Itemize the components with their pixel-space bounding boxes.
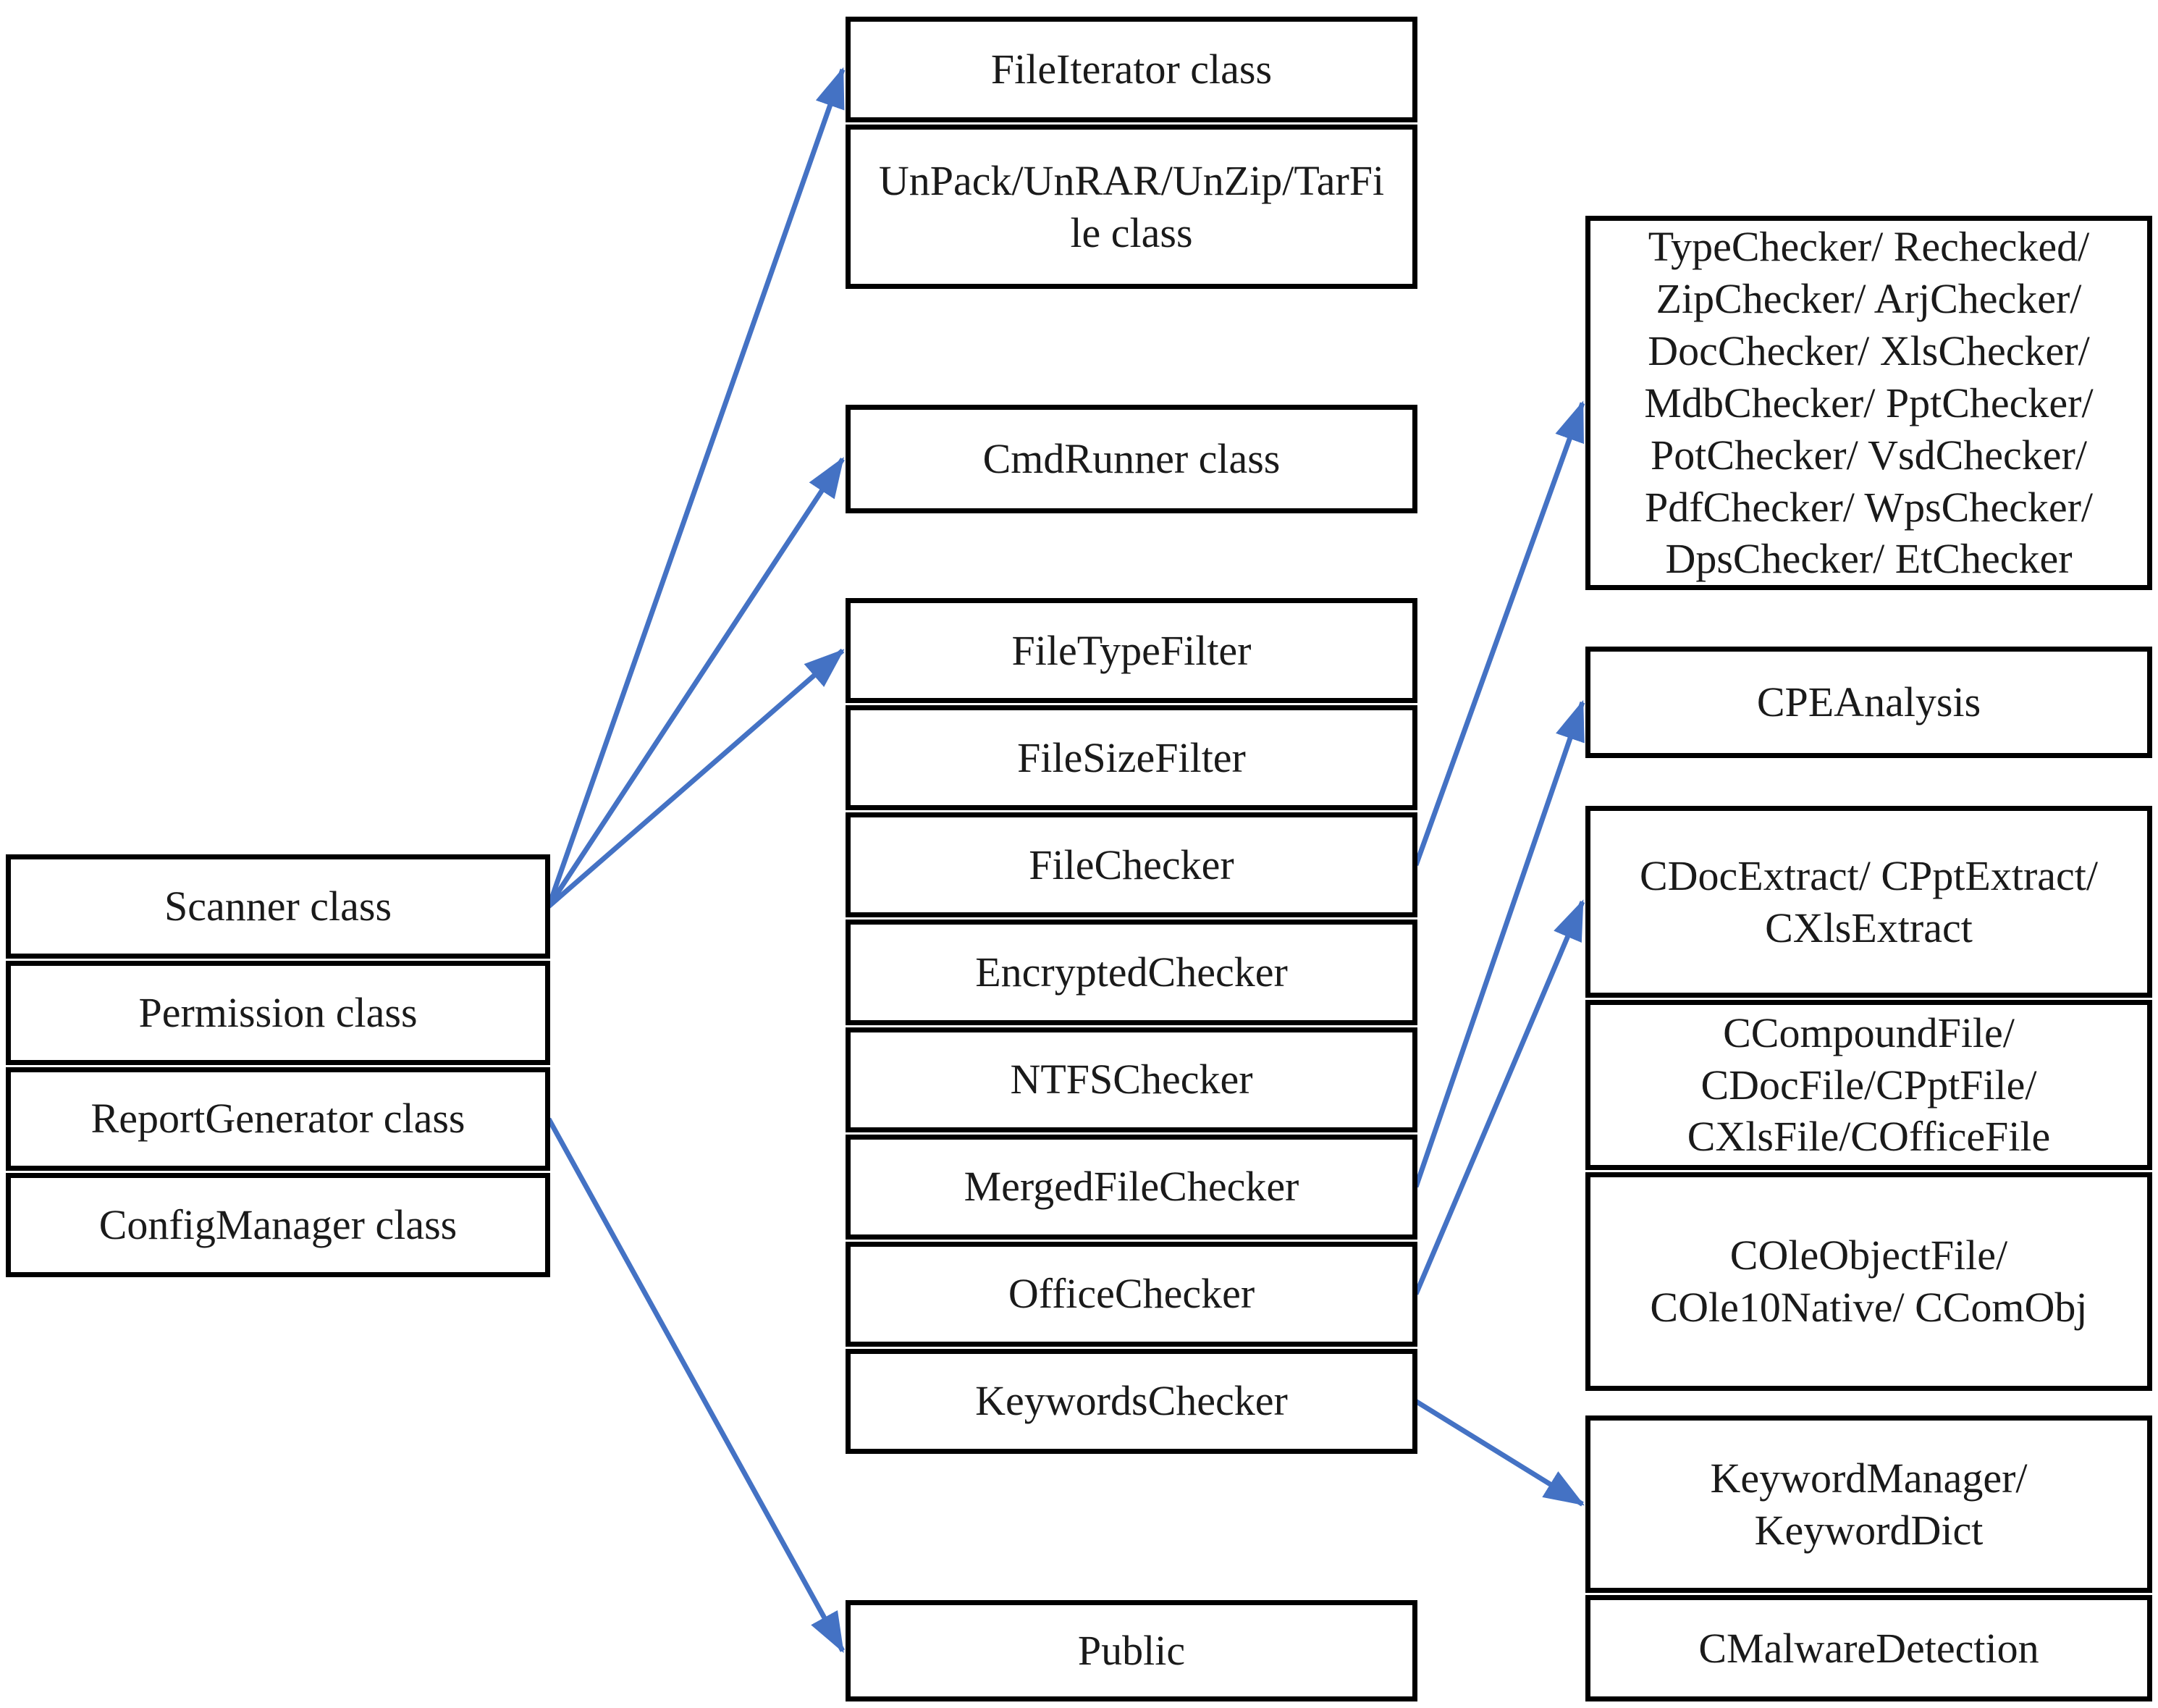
- node-cpe-analysis: CPEAnalysis: [1585, 647, 2152, 758]
- filter-checker-box: FileTypeFilter FileSizeFilter FileChecke…: [846, 598, 1417, 1454]
- node-encrypted-checker: EncryptedChecker: [846, 920, 1417, 1025]
- arrow-merged-file-checker-to-cpe-analysis: [1413, 699, 1585, 1188]
- node-unpack-class: UnPack/UnRAR/UnZip/TarFi le class: [846, 125, 1417, 289]
- cpe-analysis-box: CPEAnalysis: [1585, 647, 2152, 758]
- arrow-scanner-class-to-file-type-filter: [547, 648, 845, 909]
- node-type-checkers: TypeChecker/ Rechecked/ ZipChecker/ ArjC…: [1585, 216, 2152, 591]
- node-merged-file-checker: MergedFileChecker: [846, 1134, 1417, 1240]
- node-file-iterator-class: FileIterator class: [846, 17, 1417, 122]
- arrow-scanner-class-to-file-iterator-class: [546, 67, 846, 908]
- node-public: Public: [846, 1600, 1417, 1701]
- node-compound-file: CCompoundFile/ CDocFile/CPptFile/ CXlsFi…: [1585, 1000, 2152, 1170]
- node-file-type-filter: FileTypeFilter: [846, 598, 1417, 704]
- public-box: Public: [846, 1600, 1417, 1701]
- node-ntfs-checker: NTFSChecker: [846, 1027, 1417, 1132]
- arrow-report-generator-class-to-public: [546, 1117, 846, 1654]
- keyword-box: KeywordManager/ KeywordDict CMalwareDete…: [1585, 1415, 2152, 1701]
- core-classes-box: Scanner class Permission class ReportGen…: [6, 854, 550, 1277]
- cmd-runner-box: CmdRunner class: [846, 405, 1417, 513]
- node-file-checker: FileChecker: [846, 812, 1417, 918]
- node-ole-object-file: COleObjectFile/ COle10Native/ CComObj: [1585, 1172, 2152, 1391]
- type-checkers-box: TypeChecker/ Rechecked/ ZipChecker/ ArjC…: [1585, 216, 2152, 591]
- node-cmd-runner-class: CmdRunner class: [846, 405, 1417, 513]
- arrow-scanner-class-to-cmd-runner-class: [547, 457, 845, 908]
- node-doc-extract: CDocExtract/ CPptExtract/ CXlsExtract: [1585, 806, 2152, 998]
- node-keywords-checker: KeywordsChecker: [846, 1348, 1417, 1454]
- arrow-keywords-checker-to-keyword-manager: [1415, 1399, 1585, 1507]
- file-iterator-box: FileIterator class UnPack/UnRAR/UnZip/Ta…: [846, 17, 1417, 289]
- node-config-manager-class: ConfigManager class: [6, 1173, 550, 1277]
- node-cmalware-detection: CMalwareDetection: [1585, 1595, 2152, 1701]
- arrow-file-checker-to-type-checkers: [1413, 400, 1585, 866]
- node-report-generator-class: ReportGenerator class: [6, 1067, 550, 1171]
- office-extract-box: CDocExtract/ CPptExtract/ CXlsExtract CC…: [1585, 806, 2152, 1391]
- node-permission-class: Permission class: [6, 960, 550, 1065]
- node-keyword-manager: KeywordManager/ KeywordDict: [1585, 1415, 2152, 1593]
- arrow-office-checker-to-doc-extract: [1413, 899, 1585, 1295]
- node-scanner-class: Scanner class: [6, 854, 550, 959]
- node-file-size-filter: FileSizeFilter: [846, 705, 1417, 811]
- node-office-checker: OfficeChecker: [846, 1241, 1417, 1347]
